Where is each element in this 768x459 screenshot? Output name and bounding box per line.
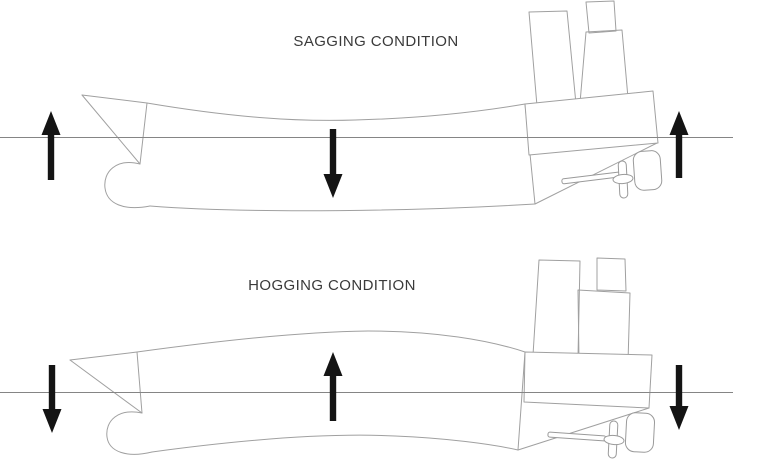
rudder: [624, 412, 656, 453]
funnel-tall: [532, 259, 581, 358]
propeller-hub: [612, 173, 634, 185]
deck-line: [81, 94, 526, 121]
sagging-bow-up-arrow: [41, 111, 61, 180]
hogging-diagram: HOGGING CONDITION: [0, 257, 733, 459]
hogging-title: HOGGING CONDITION: [248, 277, 416, 294]
hogging-bow-down-arrow: [42, 365, 62, 433]
propeller-shaft: [561, 171, 621, 185]
sagging-title: SAGGING CONDITION: [293, 33, 458, 50]
funnel-wide: [579, 29, 629, 104]
sagging-stern-up-arrow: [669, 111, 689, 178]
hogging-ship-hull: [69, 257, 656, 459]
keel-line: [151, 434, 519, 453]
stern-edge: [517, 351, 526, 451]
rudder: [632, 150, 663, 191]
bow-stem: [69, 359, 143, 414]
funnel-tall: [528, 10, 577, 107]
bulbous-bow: [104, 162, 151, 209]
sagging-midship-down-arrow: [323, 129, 343, 198]
propeller-shaft: [547, 431, 607, 442]
superstructure-block: [524, 90, 659, 156]
deck-line: [69, 330, 526, 361]
hogging-stern-down-arrow: [669, 365, 689, 430]
bow-stem: [81, 94, 141, 165]
bow-edge: [139, 102, 148, 165]
hogging-midship-up-arrow: [323, 352, 343, 421]
keel-line: [149, 203, 536, 212]
funnel-small: [596, 257, 627, 292]
bow-edge: [136, 351, 143, 414]
sagging-diagram: SAGGING CONDITION: [0, 0, 733, 212]
propeller-hub: [603, 434, 625, 446]
bulbous-bow: [106, 411, 153, 455]
superstructure-block: [523, 351, 653, 409]
funnel-wide: [577, 289, 631, 363]
stern-transom: [517, 407, 650, 451]
funnel-small: [585, 0, 617, 34]
